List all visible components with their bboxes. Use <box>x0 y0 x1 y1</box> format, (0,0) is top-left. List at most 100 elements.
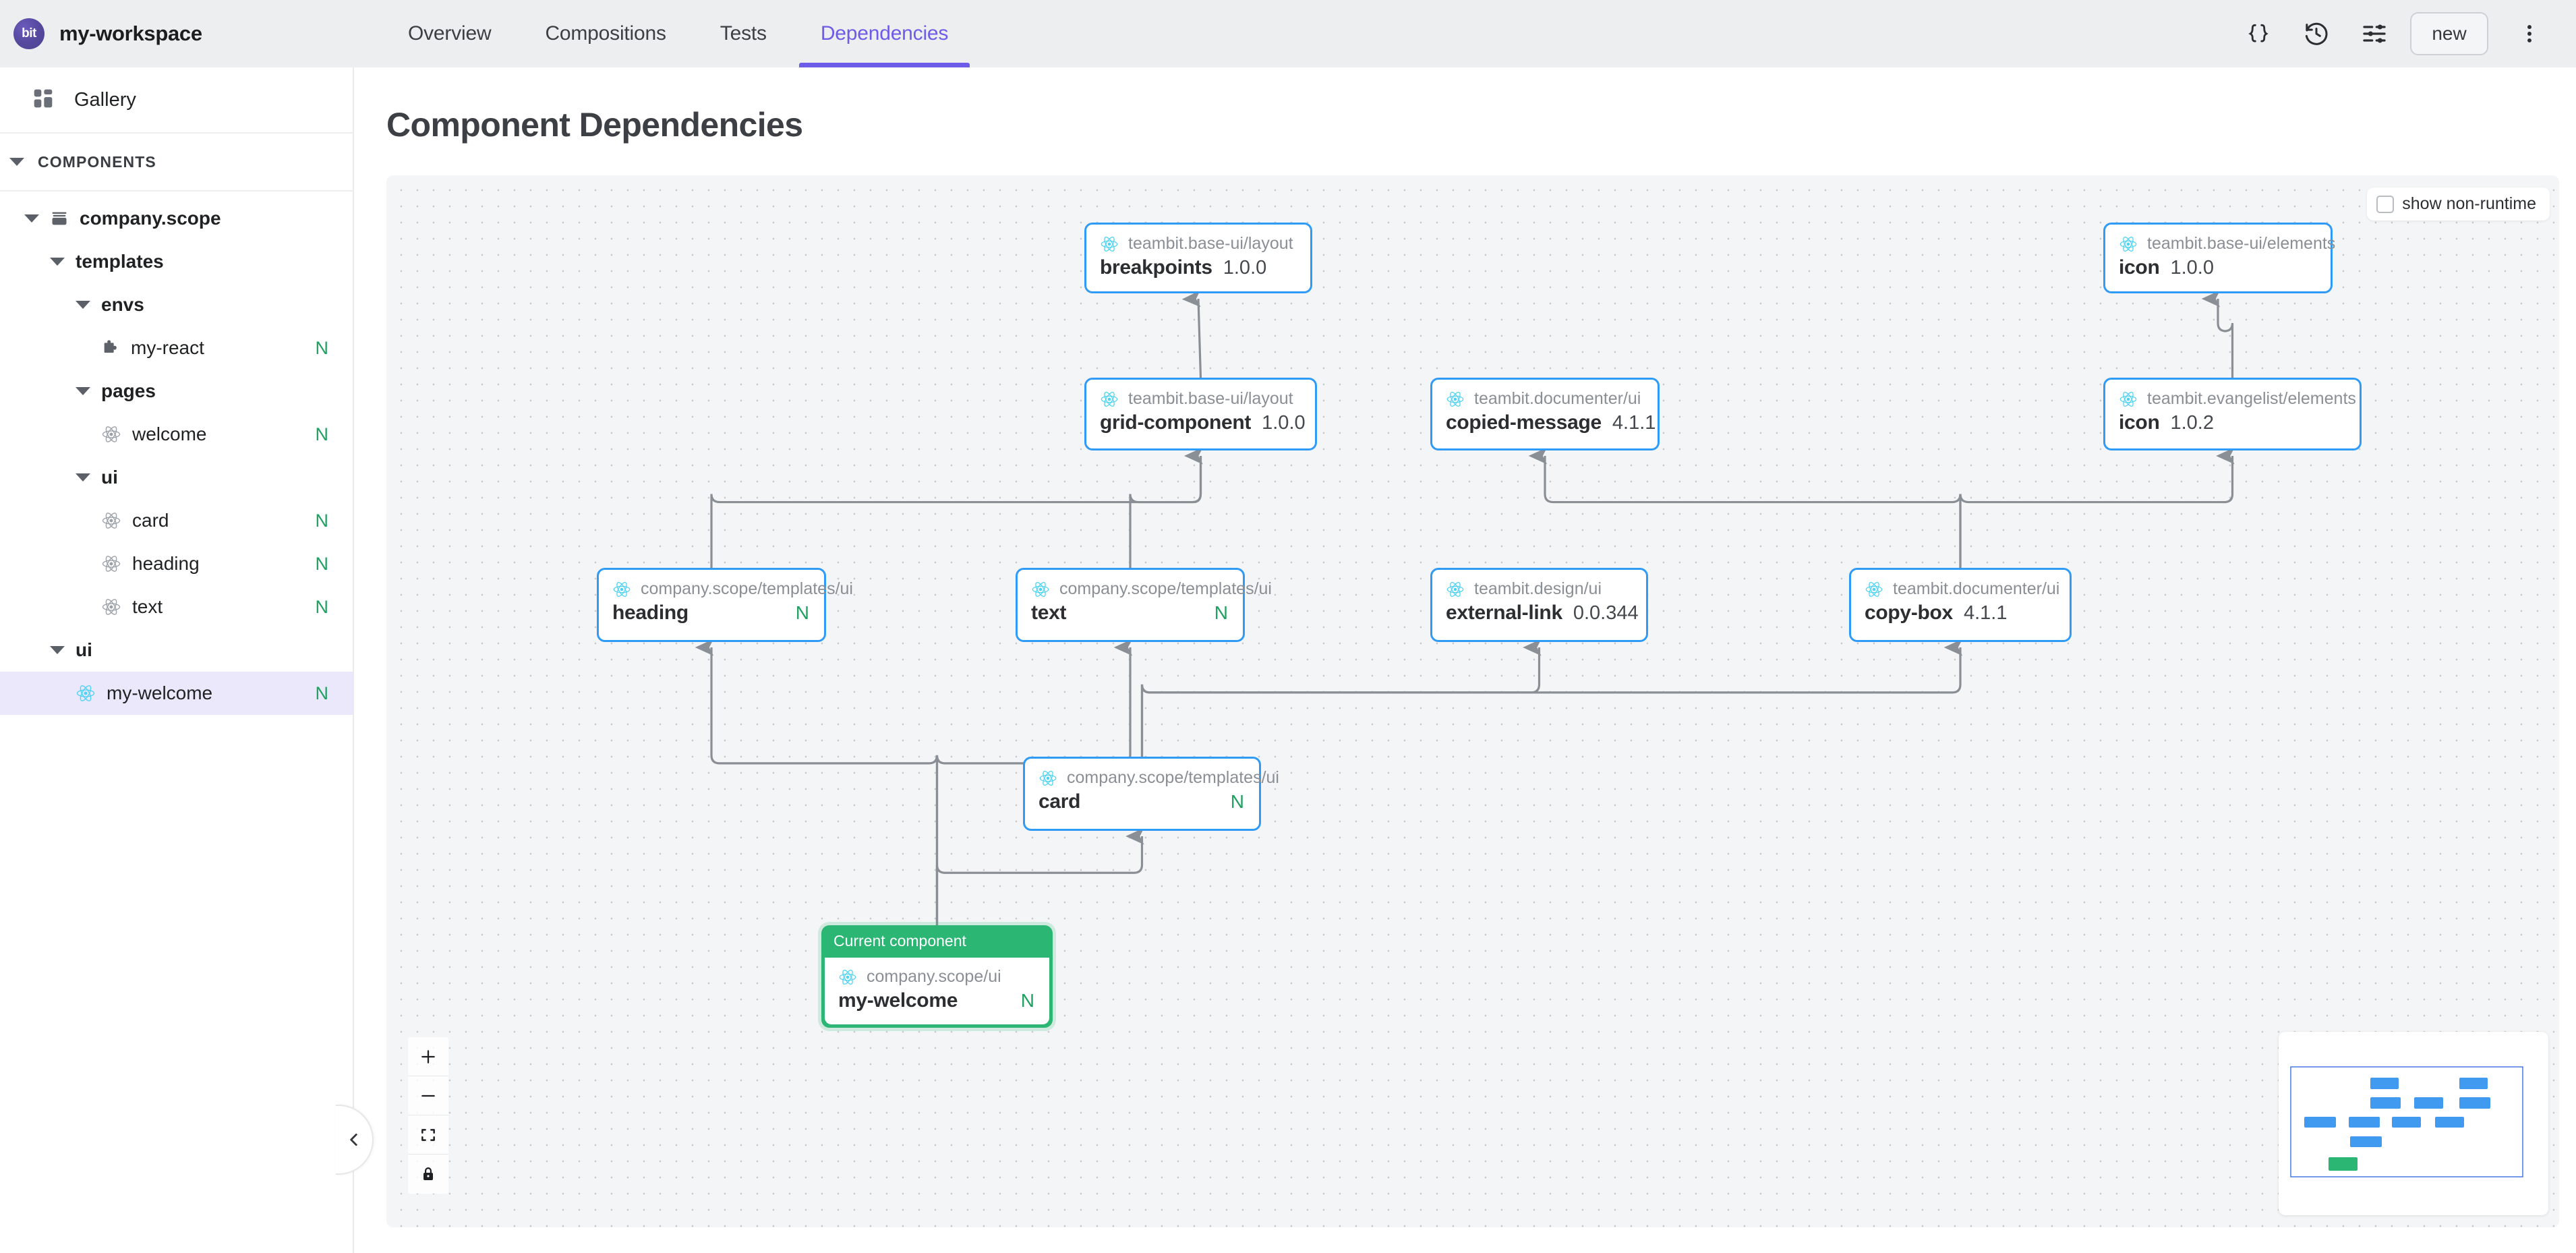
graph-edge <box>1181 290 1202 378</box>
graph-edges <box>695 290 2235 925</box>
sidebar-item-card[interactable]: card N <box>0 499 353 542</box>
new-button[interactable]: new <box>2410 12 2488 55</box>
sidebar-item-label: my-welcome <box>107 682 213 703</box>
sidebar-item-label: templates <box>76 251 164 272</box>
graph-edge <box>935 827 1144 925</box>
node-status-badge: N <box>1020 990 1034 1011</box>
node-version: 1.0.2 <box>2170 412 2214 434</box>
node-scope: teambit.base-ui/elements <box>2147 234 2336 253</box>
sidebar-item-label: ui <box>76 639 92 660</box>
node-version: 1.0.0 <box>1223 257 1267 279</box>
minimap-node <box>2435 1117 2464 1128</box>
status-badge: N <box>315 510 329 531</box>
sidebar-item-pages[interactable]: pages <box>0 370 353 413</box>
node-scope: teambit.design/ui <box>1474 579 1602 598</box>
node-name: heading <box>612 602 689 624</box>
status-badge: N <box>315 553 329 574</box>
caret-icon <box>50 258 76 266</box>
sidebar-item-templates[interactable]: templates <box>0 240 353 283</box>
node-name: icon <box>2119 256 2160 279</box>
caret-icon <box>76 387 101 395</box>
node-version: 4.1.1 <box>1963 602 2008 624</box>
sidebar-item-company-scope[interactable]: company.scope <box>0 197 353 240</box>
tab-compositions[interactable]: Compositions <box>545 22 666 45</box>
react-icon <box>612 580 631 599</box>
sidebar-item-ui[interactable]: ui <box>0 629 353 672</box>
node-name: my-welcome <box>838 989 958 1012</box>
show-non-runtime-checkbox[interactable] <box>2376 195 2395 213</box>
zoom-in-button[interactable] <box>408 1037 448 1076</box>
node-status-badge: N <box>1230 791 1244 812</box>
bit-logo-icon <box>13 18 45 49</box>
minimap-viewport <box>2290 1066 2523 1177</box>
lock-button[interactable] <box>408 1155 448 1194</box>
chevron-down-icon <box>9 158 24 166</box>
sliders-settings-icon[interactable] <box>2345 5 2403 63</box>
react-icon <box>2119 235 2138 254</box>
graph-edge <box>1140 639 1963 757</box>
node-name: grid-component <box>1100 411 1252 434</box>
react-icon <box>101 511 132 531</box>
sidebar-item-envs[interactable]: envs <box>0 283 353 326</box>
top-bar-actions: new <box>2229 5 2576 63</box>
current-component-badge: Current component <box>833 932 966 950</box>
caret-icon <box>76 301 101 309</box>
react-icon <box>101 424 132 444</box>
tab-dependencies[interactable]: Dependencies <box>794 0 975 67</box>
graph-edge <box>1129 447 1203 568</box>
react-icon <box>1865 580 1883 599</box>
code-braces-icon[interactable] <box>2229 5 2287 63</box>
status-badge: N <box>315 337 329 358</box>
sidebar: Gallery COMPONENTS company.scope template… <box>0 67 354 1253</box>
sidebar-item-label: company.scope <box>80 208 221 229</box>
scope-icon <box>24 209 80 228</box>
graph-minimap[interactable] <box>2279 1032 2548 1215</box>
zoom-out-button[interactable] <box>408 1076 448 1115</box>
sidebar-item-label: envs <box>101 294 144 315</box>
caret-icon <box>76 473 101 482</box>
fit-view-button[interactable] <box>408 1115 448 1155</box>
react-icon <box>76 683 107 703</box>
graph-edge <box>2201 290 2234 378</box>
tab-tests[interactable]: Tests <box>720 22 767 45</box>
sidebar-item-label: card <box>132 510 169 531</box>
sidebar-item-gallery[interactable]: Gallery <box>0 67 353 134</box>
minimap-node <box>2414 1097 2443 1109</box>
node-name: text <box>1031 602 1067 624</box>
graph-edge <box>1140 639 1542 757</box>
workspace-brand[interactable]: my-workspace <box>0 18 351 49</box>
sidebar-item-label: pages <box>101 380 156 401</box>
zoom-controls <box>408 1037 448 1194</box>
show-non-runtime-toggle[interactable]: show non-runtime <box>2367 187 2550 221</box>
minimap-node <box>2459 1078 2488 1089</box>
node-scope: teambit.documenter/ui <box>1474 389 1641 408</box>
tab-overview[interactable]: Overview <box>408 22 492 45</box>
main-content: Component Dependencies teambit.base-ui/l… <box>354 67 2576 1253</box>
kebab-menu-icon[interactable] <box>2500 5 2558 63</box>
sidebar-section-components[interactable]: COMPONENTS <box>0 134 353 192</box>
show-non-runtime-label: show non-runtime <box>2402 194 2536 213</box>
minimap-node <box>2370 1097 2401 1109</box>
history-clock-icon[interactable] <box>2287 5 2345 63</box>
react-icon <box>838 968 857 987</box>
node-status-badge: N <box>1214 602 1228 623</box>
sidebar-item-ui[interactable]: ui <box>0 456 353 499</box>
